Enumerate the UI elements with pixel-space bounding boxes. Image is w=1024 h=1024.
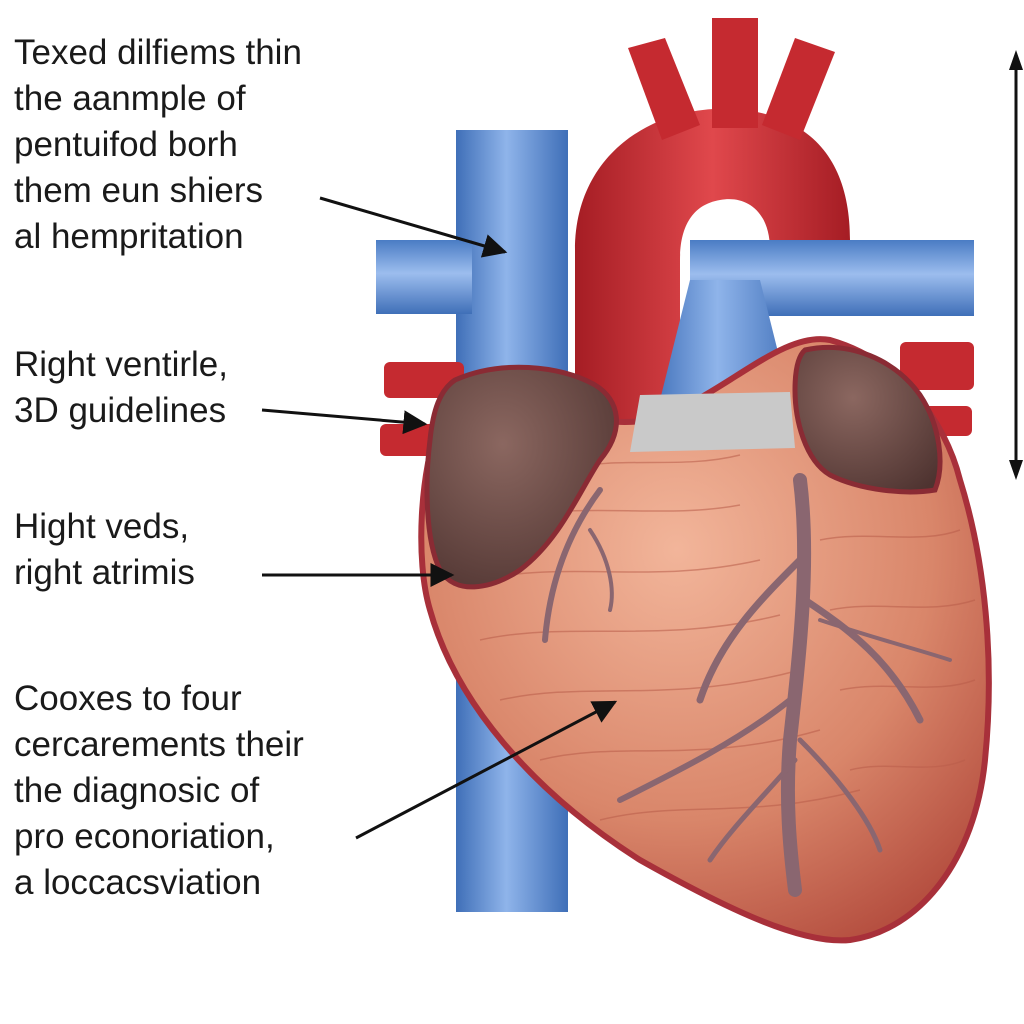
annotation-line: Texed dilfiems thin <box>14 33 302 72</box>
annotation-line: pro econoriation, <box>14 817 275 856</box>
annotation-line: Right ventirle, <box>14 345 228 384</box>
atrium-right <box>792 344 943 495</box>
measurement-bar <box>1009 50 1023 480</box>
annotation-label-2: Right ventirle, 3D guidelines <box>14 342 228 434</box>
annotation-line: Cooxes to four <box>14 679 242 718</box>
annotation-line: the diagnosic of <box>14 771 260 810</box>
arrow-label-2 <box>261 408 428 435</box>
valve-band <box>630 392 795 452</box>
aorta-branch-1 <box>628 38 700 140</box>
annotation-line: them eun shiers <box>14 171 264 210</box>
aorta-branch-3 <box>762 38 835 140</box>
annotation-label-1: Texed dilfiems thin the aanmple of pentu… <box>14 30 302 260</box>
annotation-line: right atrimis <box>14 553 195 592</box>
coronary-vessels <box>542 473 952 897</box>
aorta-branch-2 <box>712 18 758 128</box>
annotation-line: pentuifod borh <box>14 125 238 164</box>
vessel-right-upper <box>900 342 974 390</box>
annotation-label-4: Cooxes to four cercarements their the di… <box>14 676 304 906</box>
annotation-line: 3D guidelines <box>14 391 227 430</box>
aortic-arch <box>575 108 850 431</box>
annotation-label-3: Hight veds, right atrimis <box>14 504 195 596</box>
arrow-label-1 <box>319 196 508 258</box>
arrow-label-4 <box>355 700 618 840</box>
annotation-line: the aanmple of <box>14 79 246 118</box>
annotation-line: cercarements their <box>14 725 304 764</box>
vein-branch-left <box>376 240 472 314</box>
annotation-line: al hempritation <box>14 217 244 256</box>
atrium-left <box>424 364 619 590</box>
annotation-line: a loccacsviation <box>14 863 262 902</box>
annotation-line: Hight veds, <box>14 507 190 546</box>
